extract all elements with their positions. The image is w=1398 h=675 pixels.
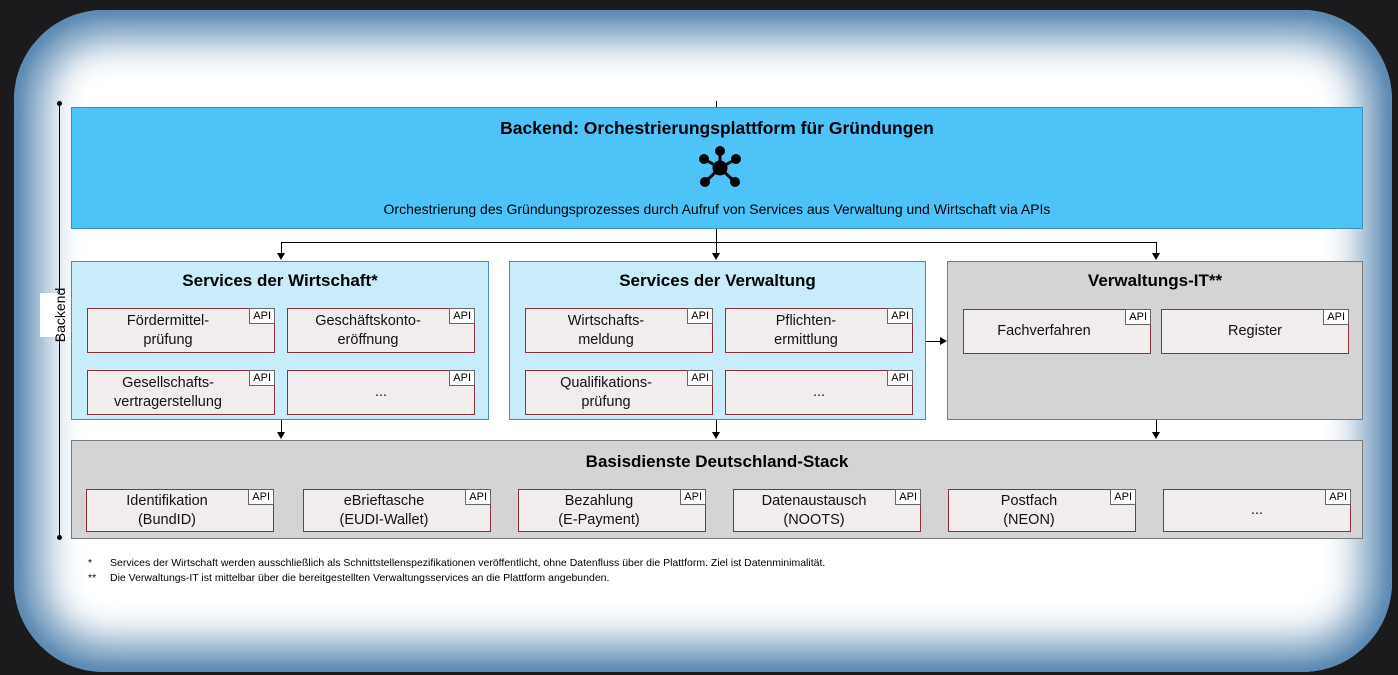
footnote-1-text: Services der Wirtschaft werden ausschlie… — [110, 557, 826, 569]
connector-verwaltung-to-basis — [716, 420, 717, 432]
orchestration-description: Orchestrierung des Gründungsprozesses du… — [383, 201, 1051, 217]
group-wirtschaft-title: Services der Wirtschaft* — [182, 271, 378, 290]
service-foerdermittelpruefung: Fördermittel- prüfung API — [87, 308, 275, 353]
connector-stem — [716, 229, 717, 242]
network-hub-icon — [699, 146, 741, 187]
arrow-it-to-basis — [1152, 432, 1160, 439]
footnote-1-marker: * — [88, 557, 93, 569]
api-tag: API — [1325, 489, 1351, 505]
api-tag: API — [449, 370, 475, 386]
backend-side-label: Backend — [52, 287, 69, 343]
footnote-2: ** Die Verwaltungs-IT ist mittelbar über … — [88, 572, 609, 584]
connector-to-verwaltungs-it — [1156, 242, 1157, 254]
connector-to-verwaltung — [716, 242, 717, 254]
api-tag: API — [1125, 309, 1151, 325]
api-tag: API — [465, 489, 491, 505]
footnote-2-text: Die Verwaltungs-IT ist mittelbar über di… — [110, 572, 610, 584]
group-verwaltungs-it: Verwaltungs-IT** Fachverfahren API Regis… — [947, 261, 1363, 420]
service-qualifikationspruefung: Qualifikations- prüfung API — [525, 370, 713, 415]
service-bezahlung: Bezahlung (E-Payment) API — [518, 489, 706, 532]
service-identifikation: Identifikation (BundID) API — [86, 489, 274, 532]
api-tag: API — [249, 370, 275, 386]
api-tag: API — [680, 489, 706, 505]
arrow-to-verwaltung — [712, 253, 720, 260]
service-fachverfahren: Fachverfahren API — [963, 309, 1151, 354]
footnote-2-marker: ** — [88, 572, 97, 584]
arrow-to-wirtschaft — [277, 253, 285, 260]
api-tag: API — [687, 370, 713, 386]
arrow-to-verwaltungs-it — [1152, 253, 1160, 260]
connector-it-to-basis — [1156, 420, 1157, 432]
api-tag: API — [887, 308, 913, 324]
api-tag: API — [249, 308, 275, 324]
api-tag: API — [687, 308, 713, 324]
service-wirtschaftsmeldung: Wirtschafts- meldung API — [525, 308, 713, 353]
connector-wirtschaft-to-basis — [281, 420, 282, 432]
connector-to-wirtschaft — [281, 242, 282, 254]
api-tag: API — [895, 489, 921, 505]
group-verwaltung-title: Services der Verwaltung — [619, 271, 816, 290]
api-tag: API — [887, 370, 913, 386]
arrow-verwaltung-to-it — [940, 337, 947, 345]
footnote-1: * Services der Wirtschaft werden ausschli… — [88, 557, 825, 569]
group-verwaltungs-it-title: Verwaltungs-IT** — [1087, 271, 1223, 290]
service-pflichtenermittlung: Pflichten- ermittlung API — [725, 308, 913, 353]
service-register: Register API — [1161, 309, 1349, 354]
service-datenaustausch: Datenaustausch (NOOTS) API — [733, 489, 921, 532]
service-geschaeftskontoeroeffnung: Geschäftskonto- eröffnung API — [287, 308, 475, 353]
connector-verwaltung-to-it — [926, 341, 940, 342]
service-placeholder: ... API — [1163, 489, 1351, 532]
top-tick — [716, 101, 717, 107]
api-tag: API — [248, 489, 274, 505]
api-tag: API — [1323, 309, 1349, 325]
service-ebrieftasche: eBrieftasche (EUDI-Wallet) API — [303, 489, 491, 532]
connector-horizontal — [281, 242, 1157, 243]
service-placeholder: ... API — [725, 370, 913, 415]
group-wirtschaft: Services der Wirtschaft* Fördermittel- p… — [71, 261, 489, 420]
group-verwaltung: Services der Verwaltung Wirtschafts- mel… — [509, 261, 926, 420]
side-line-bottom-dot — [57, 535, 62, 540]
service-postfach: Postfach (NEON) API — [948, 489, 1136, 532]
group-basisdienste: Basisdienste Deutschland-Stack Identifik… — [71, 440, 1363, 539]
orchestration-title: Backend: Orchestrierungsplattform für Gr… — [500, 118, 934, 138]
arrow-verwaltung-to-basis — [712, 432, 720, 439]
service-placeholder: ... API — [287, 370, 475, 415]
basis-title: Basisdienste Deutschland-Stack — [585, 452, 849, 471]
service-gesellschaftsvertragerstellung: Gesellschafts- vertragerstellung API — [87, 370, 275, 415]
api-tag: API — [449, 308, 475, 324]
orchestration-platform-box: Backend: Orchestrierungsplattform für Gr… — [71, 107, 1363, 229]
arrow-wirtschaft-to-basis — [277, 432, 285, 439]
api-tag: API — [1110, 489, 1136, 505]
